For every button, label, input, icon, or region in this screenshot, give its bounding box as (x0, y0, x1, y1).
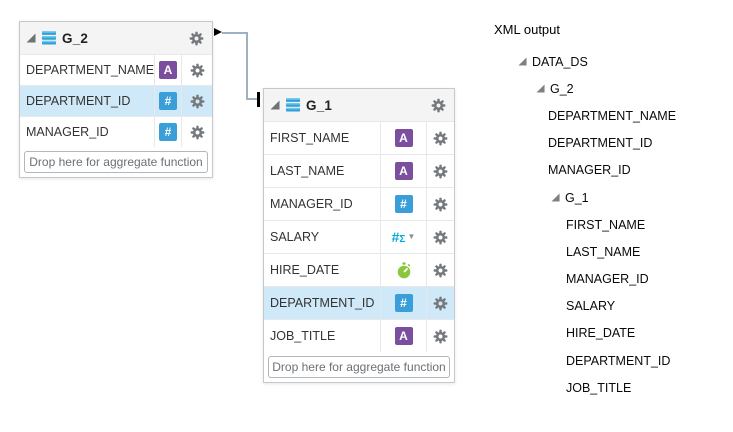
text-type-icon: A (394, 162, 413, 180)
aggregate-drop-zone[interactable]: Drop here for aggregate function (24, 151, 208, 173)
tree-node-label: G_1 (565, 190, 589, 205)
tree-node-FIRST_NAME[interactable]: FIRST_NAME (494, 211, 729, 238)
field-row-DEPARTMENT_NAME[interactable]: DEPARTMENT_NAME A (20, 54, 212, 85)
tree-node-DEPARTMENT_NAME[interactable]: DEPARTMENT_NAME (494, 102, 729, 129)
field-row-MANAGER_ID[interactable]: MANAGER_ID # (264, 187, 454, 220)
collapse-triangle-icon[interactable] (518, 57, 527, 66)
gear-icon[interactable] (433, 196, 449, 212)
field-row-SALARY[interactable]: SALARY #Σ▼ (264, 220, 454, 253)
gear-icon[interactable] (430, 97, 446, 113)
tree-node-HIRE_DATE[interactable]: HIRE_DATE (494, 320, 729, 347)
field-name: MANAGER_ID (26, 125, 109, 139)
number-type-icon: # (159, 123, 177, 141)
tree-node-label: DEPARTMENT_NAME (548, 108, 677, 123)
tree-node-label: DATA_DS (532, 54, 588, 69)
tree-node-MANAGER_ID[interactable]: MANAGER_ID (494, 157, 729, 184)
collapse-triangle-icon[interactable] (26, 33, 36, 43)
gear-icon[interactable] (433, 295, 449, 311)
connector-line (222, 32, 248, 34)
text-type-icon: A (159, 61, 177, 79)
field-name: DEPARTMENT_NAME (26, 63, 154, 77)
gear-icon[interactable] (189, 62, 205, 78)
tree-node-label: SALARY (566, 299, 616, 314)
gear-icon[interactable] (189, 124, 205, 140)
field-name: MANAGER_ID (270, 197, 353, 211)
tree-node-G_1[interactable]: G_1 (494, 184, 729, 211)
tree-node-label: MANAGER_ID (548, 163, 631, 178)
group-panel-G_1: G_1 FIRST_NAME A LAST_NAME A MANAGER_ID # S… (263, 88, 455, 383)
text-type-icon: A (394, 129, 413, 147)
tree-node-label: LAST_NAME (566, 244, 641, 259)
field-row-JOB_TITLE[interactable]: JOB_TITLE A (264, 319, 454, 352)
collapse-triangle-icon[interactable] (536, 84, 545, 93)
field-name: DEPARTMENT_ID (26, 94, 131, 108)
tree-node-label: MANAGER_ID (566, 272, 649, 287)
gear-icon[interactable] (433, 262, 449, 278)
tree-node-label: JOB_TITLE (566, 380, 632, 395)
tree-node-DATA_DS[interactable]: DATA_DS (494, 48, 729, 75)
field-name: JOB_TITLE (270, 329, 336, 343)
field-row-DEPARTMENT_ID[interactable]: DEPARTMENT_ID # (20, 85, 212, 116)
tree-node-LAST_NAME[interactable]: LAST_NAME (494, 238, 729, 265)
field-row-HIRE_DATE[interactable]: HIRE_DATE (264, 253, 454, 286)
xml-output-title: XML output (494, 22, 561, 37)
field-row-DEPARTMENT_ID[interactable]: DEPARTMENT_ID # (264, 286, 454, 319)
connector-line (246, 32, 248, 100)
field-row-MANAGER_ID[interactable]: MANAGER_ID # (20, 116, 212, 147)
connector-arrowhead-icon (214, 28, 222, 36)
field-name: FIRST_NAME (270, 131, 350, 145)
tree-node-MANAGER_ID[interactable]: MANAGER_ID (494, 266, 729, 293)
stacked-table-icon (41, 30, 57, 46)
field-name: SALARY (270, 230, 320, 244)
group-header-G_2[interactable]: G_2 (20, 22, 212, 54)
field-name: DEPARTMENT_ID (270, 296, 375, 310)
field-row-FIRST_NAME[interactable]: FIRST_NAME A (264, 121, 454, 154)
text-type-icon: A (394, 327, 413, 345)
group-title: G_2 (62, 30, 89, 46)
field-name: LAST_NAME (270, 164, 345, 178)
tree-node-label: HIRE_DATE (566, 326, 636, 341)
tree-node-DEPARTMENT_ID[interactable]: DEPARTMENT_ID (494, 130, 729, 157)
number-type-icon: # (159, 92, 177, 110)
group-header-G_1[interactable]: G_1 (264, 89, 454, 121)
stopwatch-date-type-icon (396, 261, 412, 279)
number-type-icon: # (394, 294, 413, 312)
gear-icon[interactable] (433, 229, 449, 245)
group-panel-G_2: G_2 DEPARTMENT_NAME A DEPARTMENT_ID # MANA… (19, 21, 213, 178)
collapse-triangle-icon[interactable] (551, 193, 560, 202)
dropdown-caret-icon[interactable]: ▼ (407, 232, 416, 241)
group-title: G_1 (306, 97, 333, 113)
gear-icon[interactable] (433, 328, 449, 344)
gear-icon[interactable] (188, 30, 204, 46)
collapse-triangle-icon[interactable] (270, 100, 280, 110)
tree-node-G_2[interactable]: G_2 (494, 75, 729, 102)
number-aggregate-type-icon[interactable]: #Σ▼ (391, 228, 416, 245)
gear-icon[interactable] (433, 163, 449, 179)
tree-node-label: FIRST_NAME (566, 217, 646, 232)
field-row-LAST_NAME[interactable]: LAST_NAME A (264, 154, 454, 187)
tree-node-JOB_TITLE[interactable]: JOB_TITLE (494, 374, 729, 401)
number-type-icon: # (394, 195, 413, 213)
tree-node-label: G_2 (550, 81, 574, 96)
stacked-table-icon (285, 97, 301, 113)
aggregate-drop-zone[interactable]: Drop here for aggregate function (268, 356, 450, 378)
gear-icon[interactable] (189, 93, 205, 109)
tree-node-DEPARTMENT_ID[interactable]: DEPARTMENT_ID (494, 347, 729, 374)
connector-end-tick (257, 92, 260, 107)
connector-line (246, 98, 258, 100)
tree-node-SALARY[interactable]: SALARY (494, 293, 729, 320)
tree-node-label: DEPARTMENT_ID (566, 353, 671, 368)
gear-icon[interactable] (433, 130, 449, 146)
tree-node-label: DEPARTMENT_ID (548, 136, 653, 151)
field-name: HIRE_DATE (270, 263, 340, 277)
